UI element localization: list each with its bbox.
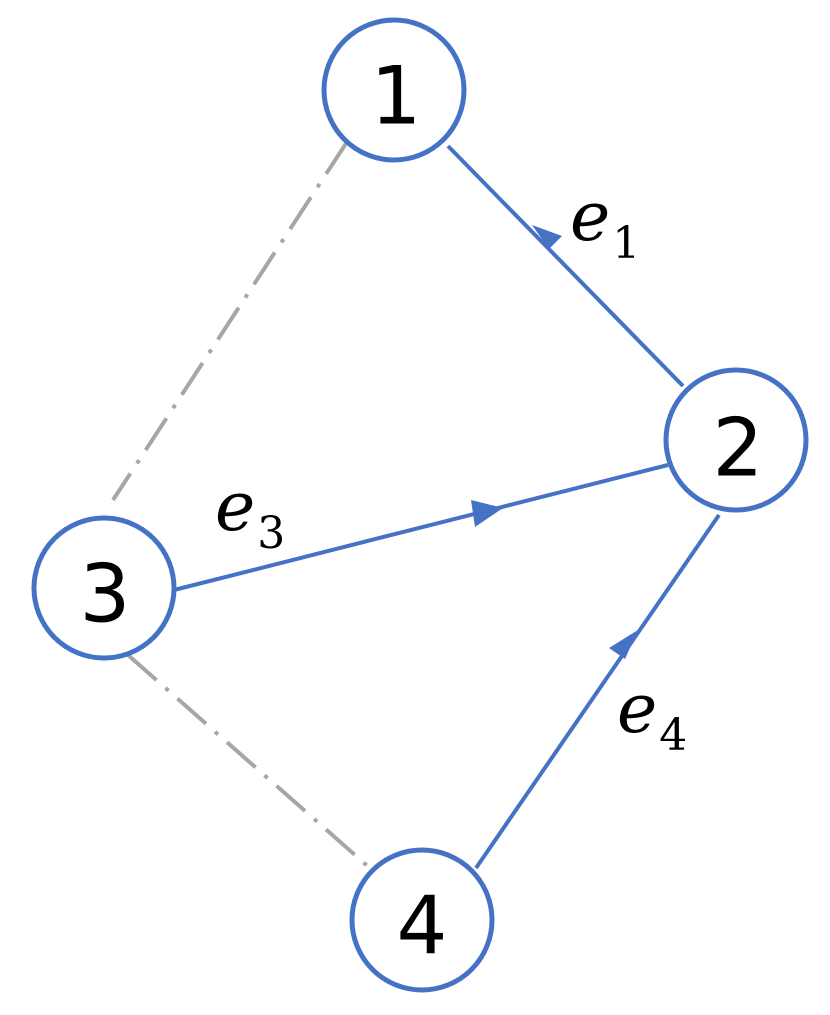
edge-e3 [173,463,669,592]
node-4: 4 [349,847,495,993]
edge-e1 [446,144,685,388]
edge-label-e1-subscript: 1 [612,218,640,269]
node-1: 1 [321,17,467,163]
edge-label-e3-subscript: 3 [257,508,285,559]
node-2-label: 2 [713,402,764,495]
node-2: 2 [663,367,809,513]
edge-e3-arrow [471,500,503,527]
edge-3-4-dashed [126,653,374,872]
edge-label-e3: e3 [215,468,285,559]
edge-e4-arrow [609,630,638,659]
edge-e1-arrow [532,225,562,249]
node-3: 3 [31,515,177,661]
edge-e4 [474,513,721,870]
node-3-label: 3 [80,548,131,641]
edge-label-e1: e1 [570,178,640,269]
node-1-label: 1 [371,50,422,143]
edge-1-3-dashed [111,140,349,502]
node-4-label: 4 [397,880,448,973]
edge-label-e4: e4 [617,670,687,761]
edge-label-e4-subscript: 4 [659,710,687,761]
